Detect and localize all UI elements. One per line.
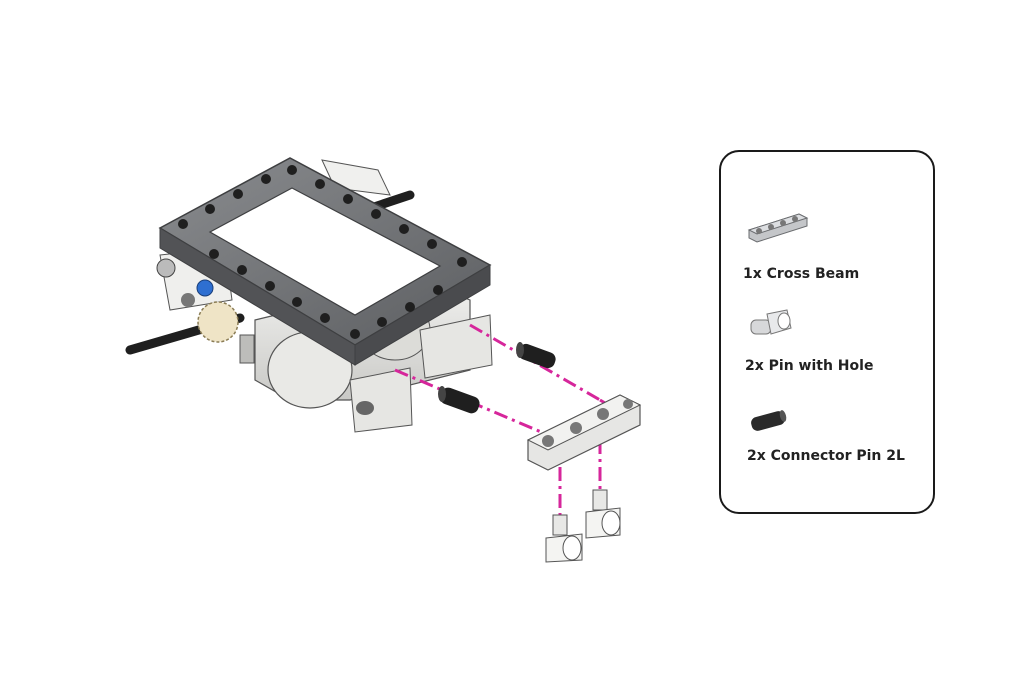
connector-pin-upper: [516, 342, 556, 369]
parts-list-panel: 1x Cross Beam 2x Pin with Hole 2x Connec…: [719, 150, 935, 514]
pin-with-hole-right: [585, 489, 621, 539]
part-label: 2x Connector Pin 2L: [747, 448, 905, 464]
connector-pin-lower: [438, 386, 480, 414]
gray-frame: [158, 157, 492, 366]
pin-with-hole-left: [545, 514, 583, 563]
part-label: 1x Cross Beam: [743, 266, 860, 282]
cross-beam-icon: [747, 213, 809, 243]
pin-with-hole-icon: [750, 309, 792, 335]
cross-beam-part: [526, 394, 642, 471]
connector-pin-icon: [751, 410, 787, 431]
part-label: 2x Pin with Hole: [745, 358, 874, 374]
